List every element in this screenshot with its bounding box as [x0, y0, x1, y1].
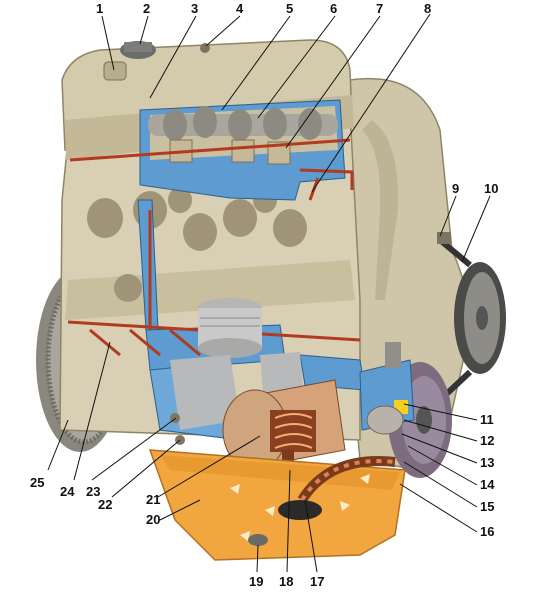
- callout-11: 11: [480, 412, 494, 427]
- oil-pump: [222, 379, 346, 510]
- callout-13: 13: [480, 455, 494, 470]
- leader-lines: [47, 13, 491, 573]
- callout-1: 1: [96, 1, 103, 16]
- callout-14: 14: [480, 477, 495, 492]
- piston: [198, 298, 262, 358]
- callout-17: 17: [310, 574, 324, 589]
- callout-22: 22: [98, 497, 112, 512]
- callout-15: 15: [480, 499, 494, 514]
- drive-belt: [437, 232, 506, 403]
- callout-6: 6: [330, 1, 337, 16]
- callout-21: 21: [146, 492, 160, 507]
- callout-23: 23: [86, 484, 100, 499]
- camshaft-cutaway: [139, 99, 346, 201]
- callout-2: 2: [143, 1, 150, 16]
- oil-sump: [148, 449, 406, 561]
- callout-7: 7: [376, 1, 383, 16]
- callout-8: 8: [424, 1, 431, 16]
- callout-16: 16: [480, 524, 494, 539]
- callout-9: 9: [452, 181, 459, 196]
- callout-5: 5: [286, 1, 293, 16]
- callout-12: 12: [480, 433, 494, 448]
- callout-18: 18: [279, 574, 293, 589]
- callout-labels: 1 2 3 4 5 6 7 8 9 10 11 12 13 14 15 16 1…: [30, 1, 498, 589]
- callout-24: 24: [60, 484, 75, 499]
- callout-19: 19: [249, 574, 263, 589]
- callout-4: 4: [236, 1, 244, 16]
- callout-20: 20: [146, 512, 160, 527]
- callout-25: 25: [30, 475, 44, 490]
- callout-10: 10: [484, 181, 498, 196]
- oil-filter: [359, 342, 415, 435]
- callout-3: 3: [191, 1, 198, 16]
